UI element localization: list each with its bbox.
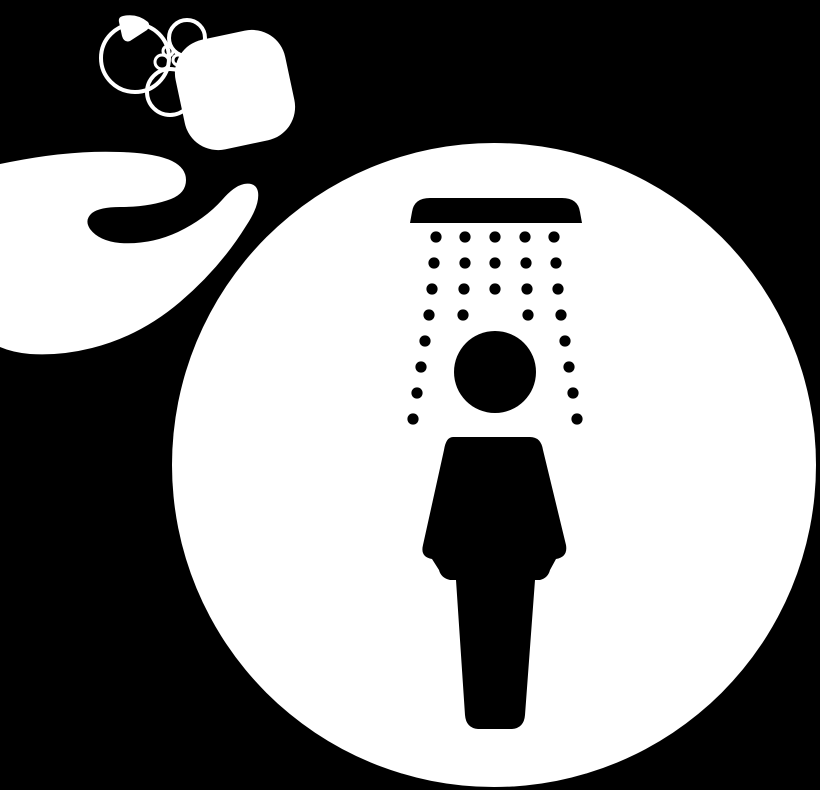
bubble-tiny-c-icon	[171, 53, 185, 67]
shower-pictogram-group	[172, 143, 816, 787]
bather-torso-icon	[422, 437, 567, 559]
bather-legs-icon	[432, 559, 556, 729]
bubble-medium-top-icon	[167, 18, 207, 58]
bubble-medium-bottom-icon	[145, 67, 195, 117]
bubble-tiny-b-icon	[153, 53, 171, 71]
bubble-highlight-icon	[118, 15, 150, 42]
hand-icon	[0, 151, 259, 355]
handwash-group	[0, 15, 296, 355]
soap-bar-icon	[174, 29, 296, 151]
shower-head-icon	[410, 198, 582, 223]
water-spray-icon	[407, 231, 583, 425]
bather-head-icon	[454, 331, 536, 413]
